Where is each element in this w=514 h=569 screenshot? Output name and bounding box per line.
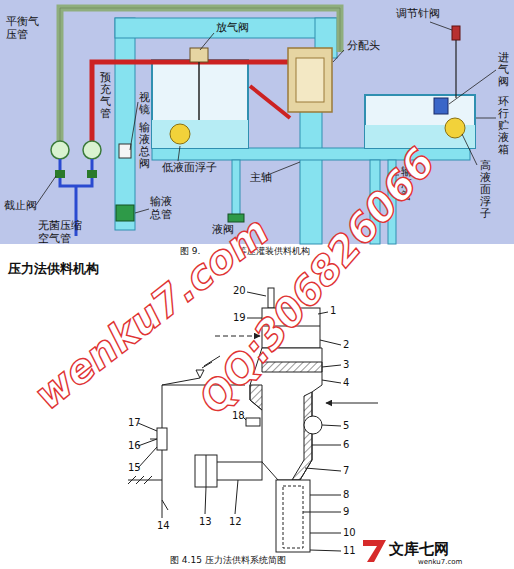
callout-number: 19 bbox=[233, 312, 246, 324]
watermark: wenku7.com bbox=[418, 558, 462, 566]
pipe-label: 预充气管 bbox=[100, 72, 111, 120]
valve-label: 截止阀 bbox=[4, 200, 37, 213]
part-label: 环行贮液箱 bbox=[498, 96, 509, 156]
callout-number: 18 bbox=[232, 410, 245, 422]
logo-mark bbox=[363, 540, 386, 562]
callout-number: 7 bbox=[343, 465, 349, 477]
callout-number: 15 bbox=[128, 462, 141, 474]
callout-number: 17 bbox=[128, 417, 141, 429]
part-label: 低液面浮子 bbox=[162, 162, 217, 175]
callout-number: 3 bbox=[343, 359, 349, 371]
callout-number: 8 bbox=[343, 489, 349, 501]
pipe-label: 无菌压缩空气管 bbox=[38, 220, 86, 245]
part-label: 主轴 bbox=[250, 172, 272, 185]
callout-number: 13 bbox=[199, 516, 212, 528]
pipe-label: 平衡气压管 bbox=[6, 16, 42, 41]
callout-number: 14 bbox=[157, 520, 170, 532]
callout-number: 4 bbox=[343, 377, 349, 389]
part-label: 高液面浮子 bbox=[480, 160, 491, 220]
callout-number: 16 bbox=[128, 440, 141, 452]
pipe-label: 输液总管 bbox=[150, 196, 176, 221]
callout-number: 1 bbox=[330, 305, 336, 317]
callout-number: 2 bbox=[343, 339, 349, 351]
valve-label: 输液总阀 bbox=[139, 122, 150, 170]
valve-label: 放气阀 bbox=[216, 22, 249, 35]
callout-number: 6 bbox=[343, 439, 349, 451]
watermark: QQ:306826066 bbox=[192, 141, 442, 420]
callout-number: 5 bbox=[343, 420, 349, 432]
isobaric-filling-illustration bbox=[0, 0, 514, 244]
watermark-logo-text: 文库七网 bbox=[389, 541, 449, 558]
figure-caption: 图 4.15 压力法供料系统简图 bbox=[170, 555, 286, 565]
valve-label: 调节针阀 bbox=[396, 8, 440, 21]
callout-number: 12 bbox=[229, 516, 242, 528]
callout-number: 20 bbox=[233, 285, 246, 297]
callout-number: 9 bbox=[343, 506, 349, 518]
callout-number: 11 bbox=[343, 545, 356, 557]
valve-label: 进气阀 bbox=[498, 52, 509, 88]
section-heading: 压力法供料机构 bbox=[8, 262, 99, 277]
callout-number: 10 bbox=[343, 527, 356, 539]
part-label: 视镜 bbox=[139, 92, 150, 116]
part-label: 分配头 bbox=[347, 40, 380, 53]
